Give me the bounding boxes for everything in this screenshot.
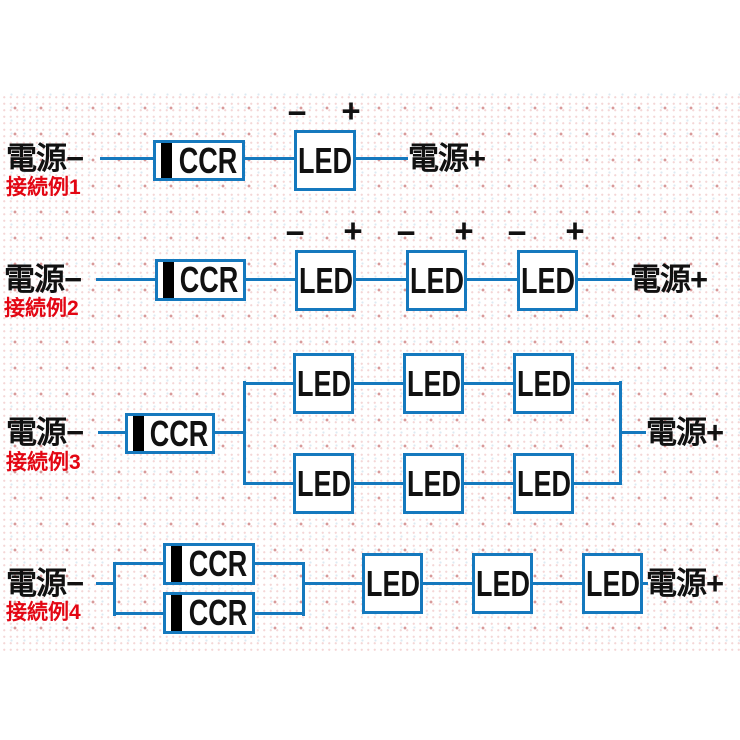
ccr-label: CCR <box>179 259 239 300</box>
wire-junction-vertical <box>243 381 246 485</box>
ccr-polarity-bar <box>133 416 144 451</box>
polarity-minus-mark: − <box>507 214 527 251</box>
wire-segment <box>641 582 648 585</box>
polarity-minus-mark: − <box>396 214 416 251</box>
wire-segment <box>354 278 408 281</box>
led-box: LED <box>295 250 356 311</box>
wire-segment <box>303 582 364 585</box>
wire-segment <box>253 612 305 615</box>
power-minus-label: 電源− <box>6 415 84 450</box>
wire-segment <box>213 431 246 434</box>
ccr-polarity-bar <box>171 595 182 631</box>
wire-segment <box>352 482 405 485</box>
ccr-polarity-bar <box>161 143 172 178</box>
led-box: LED <box>293 353 354 414</box>
wire-segment <box>352 382 405 385</box>
wire-segment <box>253 562 305 565</box>
ccr-label: CCR <box>178 139 237 181</box>
led-label: LED <box>409 259 464 301</box>
ccr-polarity-bar <box>163 262 174 298</box>
led-label: LED <box>475 562 530 604</box>
wire-segment <box>462 382 515 385</box>
polarity-plus-mark: + <box>454 212 474 249</box>
wire-segment <box>245 382 295 385</box>
wire-segment <box>621 431 646 434</box>
polarity-plus-mark: + <box>343 212 363 249</box>
polarity-plus-mark: + <box>341 92 361 129</box>
example-label: 接続例3 <box>6 451 81 474</box>
wire-segment <box>245 482 295 485</box>
wire-segment <box>354 157 408 160</box>
led-box: LED <box>293 453 354 514</box>
wire-segment <box>113 612 165 615</box>
wire-segment <box>96 582 116 585</box>
led-box: LED <box>472 553 533 614</box>
led-label: LED <box>406 362 461 404</box>
wire-segment <box>421 582 474 585</box>
wire-segment <box>572 382 621 385</box>
example-label: 接続例2 <box>4 297 79 320</box>
wire-segment <box>576 278 632 281</box>
wire-segment <box>113 562 165 565</box>
example-label: 接続例4 <box>6 601 81 624</box>
wire-segment <box>244 278 297 281</box>
led-label: LED <box>520 259 575 301</box>
ccr-polarity-bar <box>171 546 182 582</box>
power-plus-label: 電源+ <box>408 141 486 176</box>
wire-segment <box>465 278 519 281</box>
wire-segment <box>531 582 584 585</box>
wire-junction-vertical <box>619 381 622 485</box>
polarity-minus-mark: − <box>287 94 307 131</box>
power-minus-label: 電源− <box>6 141 84 176</box>
led-label: LED <box>516 462 571 504</box>
led-box: LED <box>403 453 464 514</box>
led-box: LED <box>403 353 464 414</box>
led-box: LED <box>406 250 467 311</box>
power-plus-label: 電源+ <box>646 566 724 601</box>
ccr-box: CCR <box>153 140 245 181</box>
wire-segment <box>98 431 128 434</box>
led-label: LED <box>406 462 461 504</box>
led-label: LED <box>298 139 352 181</box>
led-label: LED <box>296 462 351 504</box>
wire-junction-vertical <box>113 562 116 616</box>
led-box: LED <box>513 353 574 414</box>
led-box: LED <box>513 453 574 514</box>
wire-segment <box>243 157 296 160</box>
led-box: LED <box>362 553 423 614</box>
led-label: LED <box>516 362 571 404</box>
ccr-label: CCR <box>188 543 247 584</box>
power-plus-label: 電源+ <box>630 262 708 297</box>
ccr-box: CCR <box>163 592 255 634</box>
polarity-minus-mark: − <box>285 214 305 251</box>
power-minus-label: 電源− <box>4 262 82 297</box>
led-label: LED <box>296 362 351 404</box>
ccr-label: CCR <box>188 592 247 633</box>
led-label: LED <box>365 562 420 604</box>
ccr-box: CCR <box>155 259 246 301</box>
wire-segment <box>96 278 157 281</box>
led-box: LED <box>517 250 578 311</box>
ccr-box: CCR <box>163 543 255 585</box>
wire-segment <box>572 482 621 485</box>
wire-segment <box>100 157 155 160</box>
led-label: LED <box>585 562 640 604</box>
polarity-plus-mark: + <box>565 212 585 249</box>
led-box: LED <box>582 553 643 614</box>
power-minus-label: 電源− <box>6 566 84 601</box>
ccr-box: CCR <box>125 413 215 454</box>
wire-junction-vertical <box>302 562 305 616</box>
power-plus-label: 電源+ <box>646 415 724 450</box>
ccr-label: CCR <box>149 412 208 454</box>
wire-segment <box>462 482 515 485</box>
example-label: 接続例1 <box>6 176 81 199</box>
led-label: LED <box>298 259 353 301</box>
led-box: LED <box>294 130 356 191</box>
